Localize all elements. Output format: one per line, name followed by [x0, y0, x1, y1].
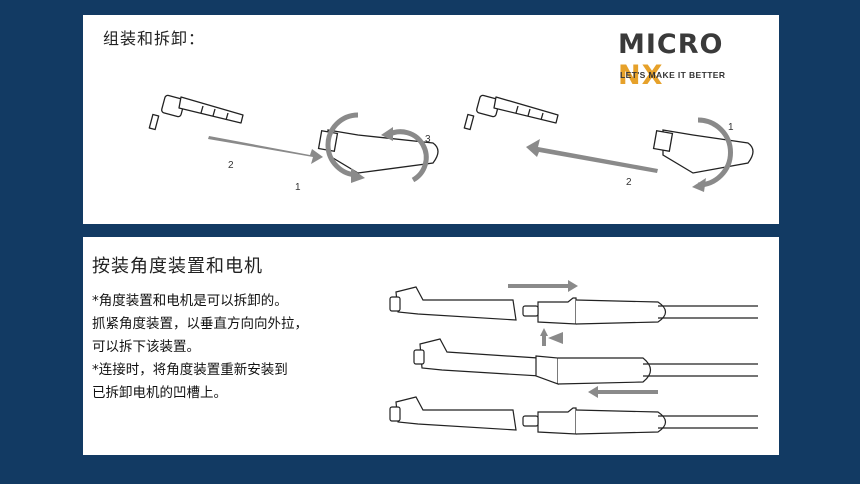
label-3-left: 3 — [425, 134, 431, 145]
row-aligned — [413, 338, 758, 385]
label-1-left: 1 — [295, 182, 301, 193]
angle-head-right — [463, 94, 559, 131]
note-line-1: *角度装置和电机是可以拆卸的。 — [92, 293, 288, 309]
arrow-push-left — [208, 136, 323, 164]
label-2-left: 2 — [228, 160, 234, 171]
arrow-row-3 — [588, 386, 658, 398]
arrow-rotate-3 — [386, 129, 429, 183]
assembly-panel: 组装和拆卸： MICRO NX LET'S MAKE IT BETTER 2 1 — [83, 15, 779, 224]
row-detach — [389, 286, 758, 325]
head-row-1 — [395, 286, 517, 321]
head-row-3 — [395, 396, 517, 431]
label-2-right: 2 — [626, 177, 632, 188]
arrow-rotate-1 — [325, 112, 359, 178]
arrow-rotate-1-right — [697, 117, 733, 188]
attach-title: 按装角度装置和电机 — [92, 256, 263, 277]
assembly-title: 组装和拆卸： — [103, 29, 206, 48]
arrow-row-1 — [508, 280, 578, 292]
logo-tagline: LET'S MAKE IT BETTER — [620, 70, 726, 80]
assembly-illustration-left: 2 1 3 — [148, 94, 439, 193]
angle-body-right — [652, 129, 754, 174]
head-row-2 — [419, 338, 541, 377]
attach-panel: 按装角度装置和电机 *角度装置和电机是可以拆卸的。 抓紧角度装置，以垂直方向向外… — [83, 237, 779, 455]
assembly-illustration-right: 2 1 — [463, 94, 754, 192]
arrow-pull-right — [526, 139, 658, 173]
note-line-4: *连接时，将角度装置重新安装到 — [92, 362, 288, 378]
motor-attach-illustration — [389, 280, 758, 435]
micronx-logo: MICRO NX LET'S MAKE IT BETTER — [618, 29, 768, 91]
logo-accent-text: NX — [618, 60, 664, 91]
arrow-vertical — [540, 328, 548, 346]
logo-wordmark: MICRO NX — [618, 29, 768, 91]
angle-head-left — [148, 94, 244, 131]
note-line-5: 已拆卸电机的凹槽上。 — [92, 385, 227, 401]
attach-notes: *角度装置和电机是可以拆卸的。 抓紧角度装置，以垂直方向向外拉， 可以拆下该装置… — [92, 290, 382, 405]
note-line-2: 抓紧角度装置，以垂直方向向外拉， — [92, 316, 308, 332]
note-line-3: 可以拆下该装置。 — [92, 339, 200, 355]
label-1-right: 1 — [728, 122, 734, 133]
row-attach — [389, 396, 758, 435]
logo-main-text: MICRO — [618, 29, 724, 60]
